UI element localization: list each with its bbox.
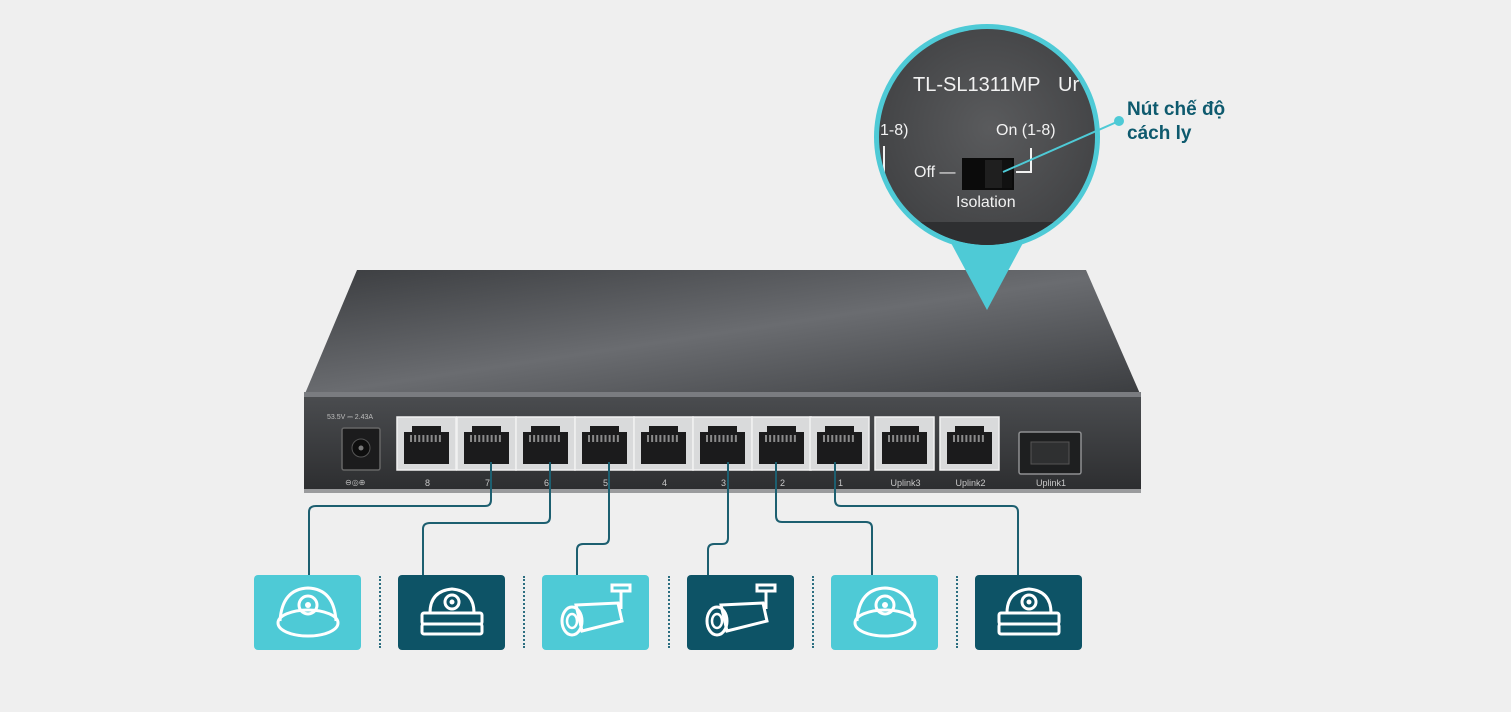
bullet-icon: [560, 583, 632, 637]
callout-dot: [1114, 116, 1124, 126]
callout-label-line1: Nút chế độ: [1127, 99, 1226, 120]
on-label: On (1-8): [996, 122, 1056, 139]
dome-icon: [276, 586, 340, 638]
rj45-port: [751, 416, 812, 471]
camera-tile: [398, 575, 505, 650]
rj45-port: [396, 416, 457, 471]
power-rating: 53.5V ⎓ 2.43A: [327, 414, 374, 421]
switch-top-surface: [304, 270, 1141, 396]
rj45-port: [574, 416, 635, 471]
sfp-port-label: Uplink1: [1035, 478, 1066, 488]
rj45-port: [692, 416, 753, 471]
camera-tile: [687, 575, 794, 650]
model-suffix: Ur: [1058, 74, 1080, 96]
port-label: 1: [837, 478, 843, 488]
port-label: 8: [424, 478, 430, 488]
port-label: 6: [543, 478, 549, 488]
callout-label-line2: cách ly: [1127, 123, 1192, 144]
power-jack: ⊖◎⊕: [341, 427, 381, 487]
rj45-port: [515, 416, 576, 471]
rj45-port: [874, 416, 935, 471]
sfp-port: [1018, 431, 1082, 475]
off-label: Off —: [914, 164, 956, 181]
cables: [308, 462, 1019, 576]
callout-label: Nút chế độ cách ly: [1127, 98, 1225, 146]
svg-text:⊖◎⊕: ⊖◎⊕: [345, 478, 365, 487]
rj45-port: [456, 416, 517, 471]
port-label: Uplink2: [955, 478, 986, 488]
separator: [523, 576, 525, 648]
separator: [812, 576, 814, 648]
ethernet-ports: [396, 416, 1000, 471]
dome-flat-icon: [420, 587, 484, 636]
camera-tile: [542, 575, 649, 650]
port-label: 7: [484, 478, 490, 488]
dome-icon: [853, 586, 917, 638]
rj45-port: [633, 416, 694, 471]
camera-tile: [975, 575, 1082, 650]
separator: [668, 576, 670, 648]
isolation-label: Isolation: [956, 194, 1016, 211]
model-name: TL-SL1311MP: [913, 74, 1041, 96]
bullet-icon: [705, 583, 777, 637]
camera-tile: [831, 575, 938, 650]
separator: [956, 576, 958, 648]
rj45-port: [809, 416, 870, 471]
port-label: 4: [661, 478, 667, 488]
dome-flat-icon: [997, 587, 1061, 636]
range-left-label: 1-8): [880, 122, 909, 139]
port-label: Uplink3: [890, 478, 921, 488]
port-label: 2: [779, 478, 785, 488]
port-label: 3: [720, 478, 726, 488]
rj45-port: [939, 416, 1000, 471]
port-label: 5: [602, 478, 608, 488]
camera-tile: [254, 575, 361, 650]
separator: [379, 576, 381, 648]
